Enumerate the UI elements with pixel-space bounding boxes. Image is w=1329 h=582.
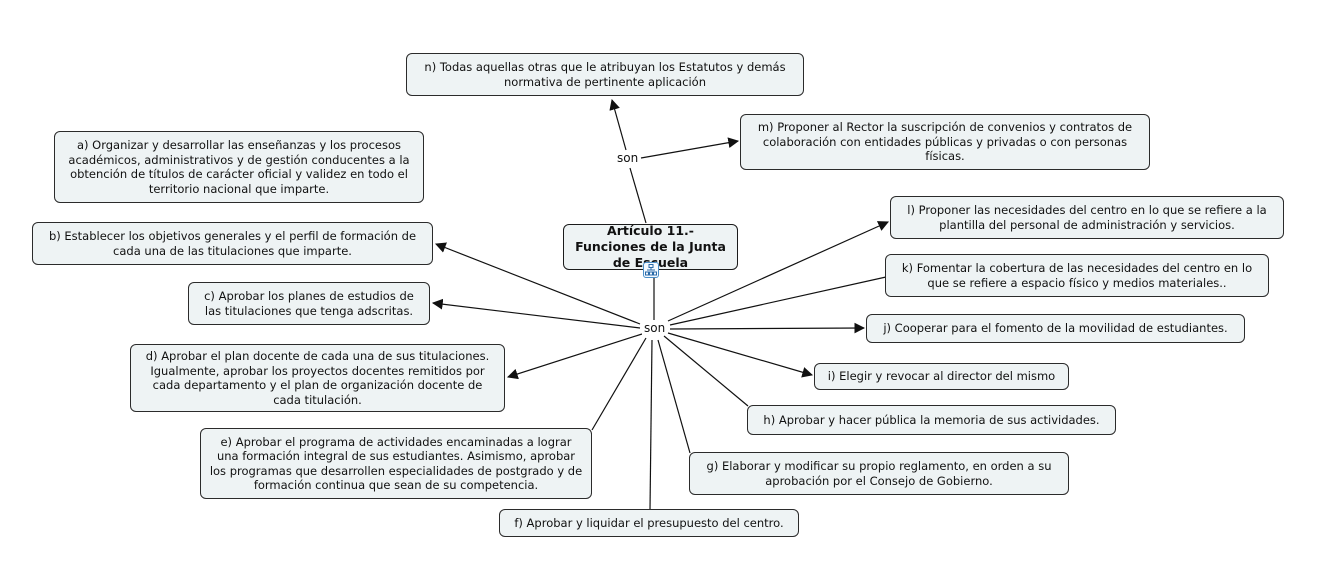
line-to-h <box>663 335 749 407</box>
concept-i[interactable]: i) Elegir y revocar al director del mism… <box>814 363 1069 390</box>
link-label-hub-son: son <box>642 321 668 335</box>
line-to-e <box>591 337 647 431</box>
concept-d[interactable]: d) Aprobar el plan docente de cada una d… <box>130 344 505 412</box>
concept-k-text: k) Fomentar la cobertura de las necesida… <box>901 261 1253 290</box>
line-to-k <box>669 276 887 326</box>
concept-m-text: m) Proponer al Rector la suscripción de … <box>757 120 1133 164</box>
concept-l-text: l) Proponer las necesidades del centro e… <box>907 203 1267 232</box>
concept-c[interactable]: c) Aprobar los planes de estudios de las… <box>188 282 430 325</box>
concept-k[interactable]: k) Fomentar la cobertura de las necesida… <box>885 254 1269 297</box>
arrow-to-d <box>506 333 643 380</box>
concept-a-text: a) Organizar y desarrollar las enseñanza… <box>68 138 410 196</box>
concept-l[interactable]: l) Proponer las necesidades del centro e… <box>890 196 1284 239</box>
arrow-to-b <box>434 242 641 325</box>
concept-e-text: e) Aprobar el programa de actividades en… <box>209 434 583 493</box>
concept-i-text: i) Elegir y revocar al director del mism… <box>827 369 1056 384</box>
line-central-to-top-son <box>629 167 647 224</box>
concept-n[interactable]: n) Todas aquellas otras que le atribuyan… <box>406 53 804 96</box>
concept-m[interactable]: m) Proponer al Rector la suscripción de … <box>740 114 1150 170</box>
concept-g[interactable]: g) Elaborar y modificar su propio reglam… <box>689 452 1069 495</box>
submap-icon[interactable] <box>643 262 659 278</box>
concept-n-text: n) Todas aquellas otras que le atribuyan… <box>424 60 786 89</box>
concept-h-text: h) Aprobar y hacer pública la memoria de… <box>763 412 1100 427</box>
concept-j-text: j) Cooperar para el fomento de la movili… <box>883 321 1228 336</box>
concept-a[interactable]: a) Organizar y desarrollar las enseñanza… <box>54 131 424 203</box>
link-label-top-son: son <box>615 151 641 165</box>
concept-j[interactable]: j) Cooperar para el fomento de la movili… <box>866 314 1245 343</box>
concept-g-text: g) Elaborar y modificar su propio reglam… <box>706 459 1052 488</box>
submap-glyph <box>645 264 657 276</box>
arrow-to-j <box>669 322 866 334</box>
concept-e[interactable]: e) Aprobar el programa de actividades en… <box>200 428 592 499</box>
line-to-f <box>649 339 653 511</box>
concept-f[interactable]: f) Aprobar y liquidar el presupuesto del… <box>499 509 799 537</box>
concept-c-text: c) Aprobar los planes de estudios de las… <box>204 289 414 318</box>
concept-d-text: d) Aprobar el plan docente de cada una d… <box>145 349 490 407</box>
concept-f-text: f) Aprobar y liquidar el presupuesto del… <box>514 515 784 530</box>
arrow-to-i <box>667 332 814 378</box>
concept-h[interactable]: h) Aprobar y hacer pública la memoria de… <box>747 405 1116 435</box>
arrow-to-c <box>431 298 641 329</box>
arrow-to-l <box>667 221 889 322</box>
arrow-to-m <box>640 137 740 159</box>
arrow-to-n <box>609 98 627 151</box>
line-to-g <box>657 339 691 454</box>
concept-b[interactable]: b) Establecer los objetivos generales y … <box>32 222 433 265</box>
concept-b-text: b) Establecer los objetivos generales y … <box>48 229 417 258</box>
